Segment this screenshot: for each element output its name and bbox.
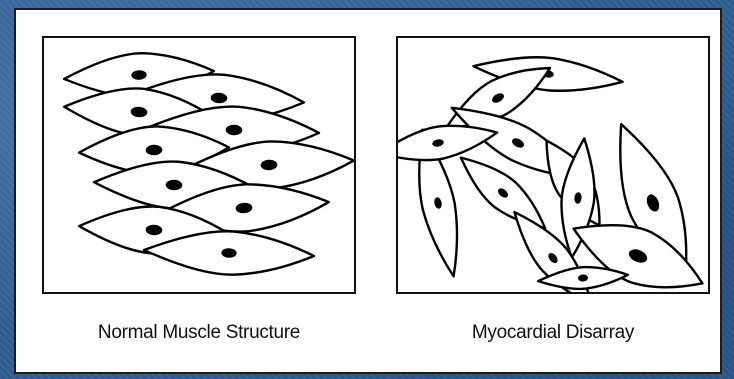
figure-card: Normal Muscle Structure Myocardial Disar… <box>14 8 722 374</box>
myocardial-disarray-panel <box>396 36 710 294</box>
myocardial-disarray-diagram <box>398 38 708 292</box>
normal-muscle-panel <box>42 36 356 294</box>
normal-muscle-caption: Normal Muscle Structure <box>42 322 356 344</box>
normal-muscle-diagram <box>44 38 354 292</box>
myocardial-disarray-caption: Myocardial Disarray <box>396 322 710 344</box>
